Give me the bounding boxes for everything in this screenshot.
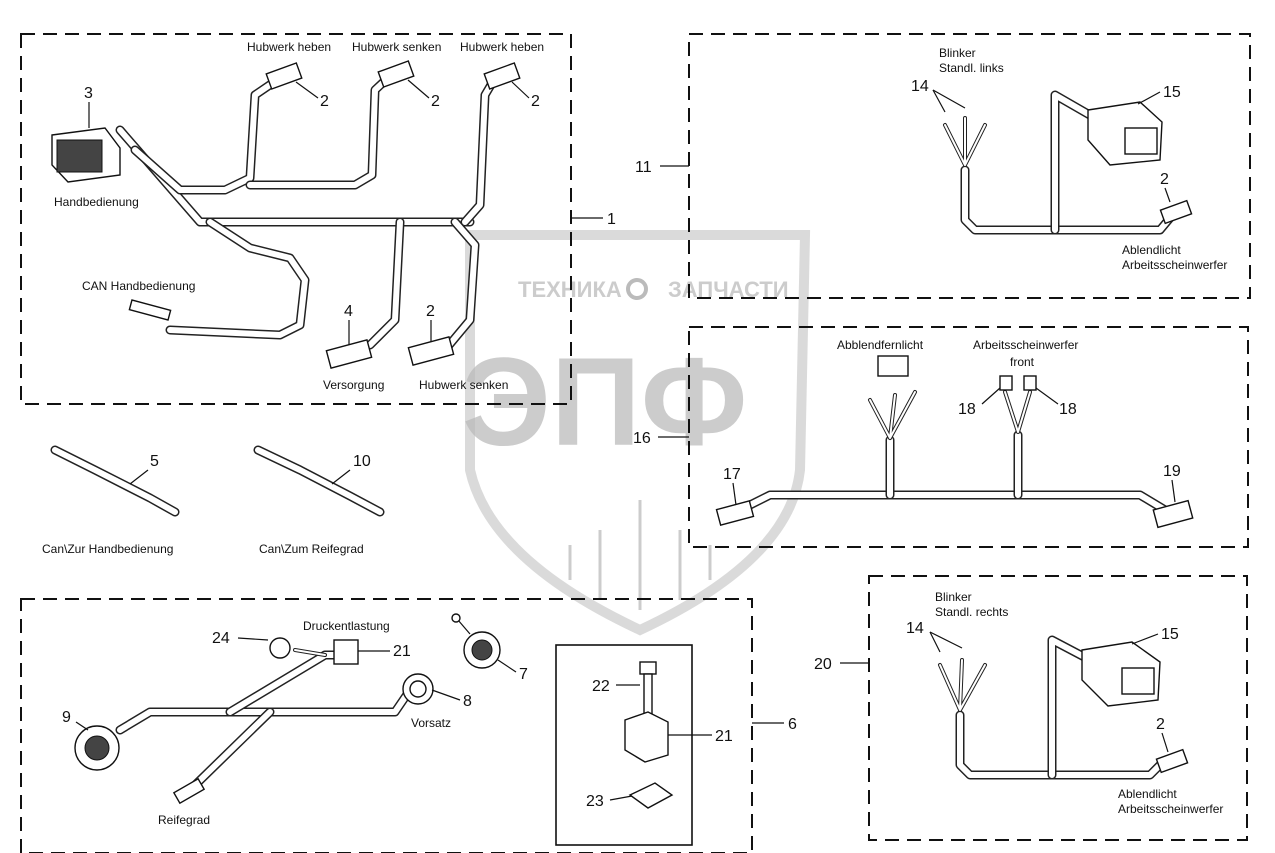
callout-2-c: 2 bbox=[531, 93, 540, 110]
wheat-icon bbox=[568, 500, 712, 610]
label-can-handbedienung: CAN Handbedienung bbox=[82, 279, 195, 293]
label-blinker-links-2: Standl. links bbox=[939, 61, 1004, 75]
connector-19 bbox=[1152, 499, 1194, 529]
label-druckentlastung: Druckentlastung bbox=[303, 619, 390, 633]
frame-group-21 bbox=[555, 644, 693, 846]
cable-10 bbox=[253, 445, 385, 517]
watermark-left-word: ТЕХНИКА bbox=[518, 277, 622, 302]
label-arbeitsscheinwerfer-1: Arbeitsscheinwerfer bbox=[1122, 258, 1227, 272]
callout-2-b: 2 bbox=[431, 93, 440, 110]
connector-2-f bbox=[1155, 748, 1189, 774]
connector-4 bbox=[325, 339, 373, 369]
callout-15-a: 15 bbox=[1163, 84, 1181, 101]
cable-5 bbox=[50, 445, 180, 517]
callout-22: 22 bbox=[592, 678, 610, 695]
label-blinker-rechts-1: Blinker bbox=[935, 590, 972, 604]
label-blinker-rechts-2: Standl. rechts bbox=[935, 605, 1008, 619]
harness-16 bbox=[735, 390, 1170, 515]
gasket-23 bbox=[628, 782, 674, 809]
callout-24: 24 bbox=[212, 630, 230, 647]
callout-2-a: 2 bbox=[320, 93, 329, 110]
connector-15-a bbox=[1087, 101, 1163, 166]
label-can-zum-reifegrad: Can\Zum Reifegrad bbox=[259, 542, 364, 556]
callout-15-b: 15 bbox=[1161, 626, 1179, 643]
connector-18-b bbox=[1023, 375, 1037, 391]
callout-18-a: 18 bbox=[958, 401, 976, 418]
callout-18-b: 18 bbox=[1059, 401, 1077, 418]
label-blinker-links-1: Blinker bbox=[939, 46, 976, 60]
callout-16: 16 bbox=[633, 430, 651, 447]
callout-7: 7 bbox=[519, 666, 528, 683]
label-hubwerk-heben-2: Hubwerk heben bbox=[460, 40, 544, 54]
callout-11: 11 bbox=[635, 159, 652, 176]
connector-9 bbox=[74, 725, 120, 771]
label-handbedienung: Handbedienung bbox=[54, 195, 139, 209]
callout-9: 9 bbox=[62, 709, 71, 726]
connector-can-handbedienung bbox=[128, 299, 172, 321]
callout-2-e: 2 bbox=[1160, 171, 1169, 188]
watermark-logo: ЭПФ bbox=[462, 333, 747, 472]
connector-reifegrad bbox=[172, 777, 206, 805]
label-arbeitsscheinwerfer-front-1: Arbeitsscheinwerfer bbox=[973, 338, 1078, 352]
callout-3: 3 bbox=[84, 85, 93, 102]
callout-14-a: 14 bbox=[911, 78, 929, 95]
callout-5: 5 bbox=[150, 453, 159, 470]
connector-2-c bbox=[483, 62, 521, 90]
callout-20: 20 bbox=[814, 656, 832, 673]
connector-2-e bbox=[1159, 199, 1193, 225]
label-hubwerk-heben-1: Hubwerk heben bbox=[247, 40, 331, 54]
connector-2-d bbox=[407, 336, 455, 366]
connector-2-a bbox=[265, 62, 303, 90]
connector-21-a bbox=[333, 639, 359, 665]
label-arbeitsscheinwerfer-front-2: front bbox=[1010, 355, 1035, 369]
callout-4: 4 bbox=[344, 303, 353, 320]
harness-6 bbox=[115, 648, 415, 795]
label-arbeitsscheinwerfer-2: Arbeitsscheinwerfer bbox=[1118, 802, 1223, 816]
harness-11 bbox=[943, 90, 1175, 235]
callout-23: 23 bbox=[586, 793, 604, 810]
frame-group-20 bbox=[868, 575, 1248, 841]
watermark: ТЕХНИКА ЗАПЧАСТИ ЭПФ bbox=[462, 230, 811, 636]
label-hubwerk-senken-1: Hubwerk senken bbox=[352, 40, 441, 54]
label-reifegrad: Reifegrad bbox=[158, 813, 210, 827]
label-ablendlicht-2: Ablendlicht bbox=[1118, 787, 1177, 801]
callout-14-b: 14 bbox=[906, 620, 924, 637]
connector-18-a bbox=[999, 375, 1013, 391]
callout-2-f: 2 bbox=[1156, 716, 1165, 733]
connector-15-b bbox=[1081, 641, 1161, 707]
callout-21-b: 21 bbox=[715, 728, 733, 745]
connector-2-b bbox=[377, 60, 415, 88]
harness-20 bbox=[938, 635, 1165, 780]
label-ablendlicht-1: Ablendlicht bbox=[1122, 243, 1181, 257]
label-hubwerk-senken-2: Hubwerk senken bbox=[419, 378, 508, 392]
callout-1: 1 bbox=[607, 211, 616, 228]
bolt-22 bbox=[639, 661, 657, 715]
harness-main bbox=[115, 71, 500, 355]
frame-group-6 bbox=[20, 598, 753, 853]
label-abblendfernlicht: Abblendfernlicht bbox=[837, 338, 924, 352]
connector-17 bbox=[715, 500, 755, 526]
gear-icon bbox=[626, 278, 648, 300]
label-vorsatz: Vorsatz bbox=[411, 716, 451, 730]
callout-2-d: 2 bbox=[426, 303, 435, 320]
sensor-24 bbox=[269, 637, 291, 659]
cap-7 bbox=[451, 613, 501, 669]
callout-21-a: 21 bbox=[393, 643, 411, 660]
callout-19: 19 bbox=[1163, 463, 1181, 480]
connector-3 bbox=[51, 127, 121, 183]
callout-6: 6 bbox=[788, 716, 797, 733]
label-can-zur-handbedienung: Can\Zur Handbedienung bbox=[42, 542, 173, 556]
connector-21-b bbox=[624, 711, 669, 763]
label-versorgung: Versorgung bbox=[323, 378, 384, 392]
callout-8: 8 bbox=[463, 693, 472, 710]
connector-abblendfernlicht bbox=[877, 355, 909, 377]
callout-17: 17 bbox=[723, 466, 741, 483]
frame-group-16 bbox=[688, 326, 1249, 548]
callout-10: 10 bbox=[353, 453, 371, 470]
frame-group-1 bbox=[20, 33, 572, 405]
connector-8 bbox=[402, 673, 434, 705]
